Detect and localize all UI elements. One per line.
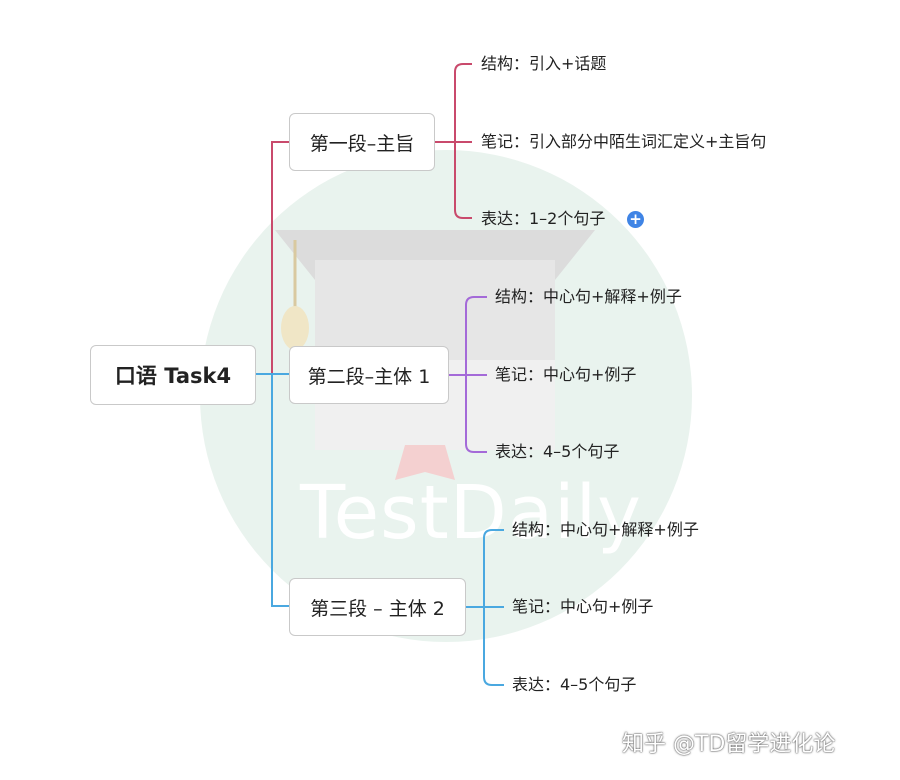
plus-circle-icon[interactable]: + [627,211,644,228]
connector-branch2-leaves [449,296,487,453]
watermark-text: TestDaily [300,470,642,556]
leaf-branch1-expression[interactable]: 表达：1–2个句子 [481,209,606,228]
leaf-branch3-structure[interactable]: 结构：中心句+解释+例子 [512,520,699,539]
branch-node-3[interactable]: 第三段 – 主体 2 [289,578,466,636]
branch-node-1[interactable]: 第一段–主旨 [289,113,435,171]
connector-root-branch3 [271,374,290,607]
root-label: 口语 Task4 [114,364,232,388]
connector-branch3-leaves [466,529,504,686]
branch-node-2[interactable]: 第二段–主体 1 [289,346,449,404]
leaf-branch2-structure[interactable]: 结构：中心句+解释+例子 [495,287,682,306]
leaf-branch1-notes[interactable]: 笔记：引入部分中陌生词汇定义+主旨句 [481,132,767,151]
leaf-branch2-expression[interactable]: 表达：4–5个句子 [495,442,620,461]
connector-branch1-leaves [435,63,472,219]
leaf-branch3-notes[interactable]: 笔记：中心句+例子 [512,597,654,616]
root-node[interactable]: 口语 Task4 [90,345,256,405]
source-credit: 知乎 @TD留学进化论 [622,732,836,757]
branch-label-3: 第三段 – 主体 2 [310,597,445,620]
leaf-branch1-structure[interactable]: 结构：引入+话题 [481,54,607,73]
leaf-branch2-notes[interactable]: 笔记：中心句+例子 [495,365,637,384]
leaf-branch3-expression[interactable]: 表达：4–5个句子 [512,675,637,694]
branch-label-1: 第一段–主旨 [309,132,415,155]
connector-root-branch1 [255,141,290,375]
branch-label-2: 第二段–主体 1 [307,365,431,388]
